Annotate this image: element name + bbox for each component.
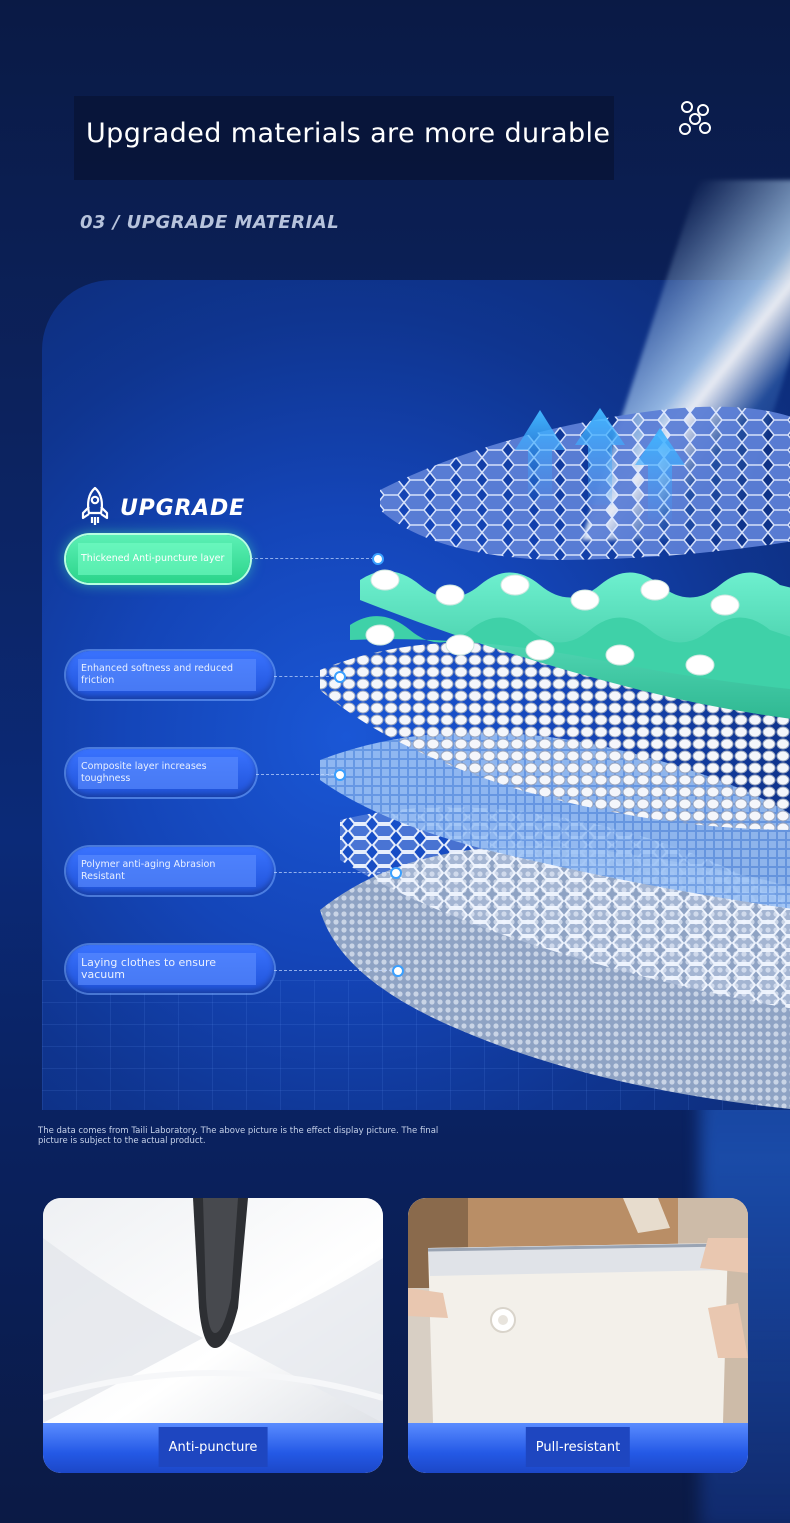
card-caption: Anti-puncture [158, 1427, 268, 1467]
connector-line [250, 558, 374, 559]
layer-label-vacuum: Laying clothes to ensure vacuum [66, 945, 274, 993]
connector-line [274, 872, 390, 873]
disclaimer-text: The data comes from Taili Laboratory. Th… [38, 1126, 439, 1146]
anti-puncture-photo [43, 1198, 383, 1423]
layer-label-text: Thickened Anti-puncture layer [78, 543, 232, 575]
page-title: Upgraded materials are more durable [86, 118, 611, 149]
section-subtitle: 03 / UPGRADE MATERIAL [80, 212, 340, 233]
connector-line [274, 970, 392, 971]
layer-label-text: Laying clothes to ensure vacuum [78, 953, 256, 985]
molecule-icon [679, 101, 711, 135]
material-layers-illustration [320, 406, 790, 1109]
feature-card-pull-resistant: Pull-resistant [408, 1198, 748, 1473]
feature-card-anti-puncture: Anti-puncture [43, 1198, 383, 1473]
title-banner [74, 96, 614, 180]
layer-marker-dot [334, 769, 346, 781]
layer-marker-dot [372, 553, 384, 565]
layer-label-anti-puncture: Thickened Anti-puncture layer [66, 535, 250, 583]
layer-label-composite: Composite layer increases toughness [66, 749, 256, 797]
layer-label-polymer: Polymer anti-aging Abrasion Resistant [66, 847, 274, 895]
card-caption: Pull-resistant [525, 1427, 631, 1467]
connector-line [256, 774, 334, 775]
layer-marker-dot [390, 867, 402, 879]
layer-label-text: Polymer anti-aging Abrasion Resistant [78, 855, 256, 887]
layer-label-text: Composite layer increases toughness [78, 757, 238, 789]
rocket-icon [81, 486, 109, 525]
pull-resistant-photo [408, 1198, 748, 1423]
layer-label-text: Enhanced softness and reduced friction [78, 659, 256, 691]
layer-label-softness: Enhanced softness and reduced friction [66, 651, 274, 699]
connector-line [274, 676, 334, 677]
layer-marker-dot [392, 965, 404, 977]
upgrade-label: UPGRADE [120, 496, 245, 521]
layer-marker-dot [334, 671, 346, 683]
